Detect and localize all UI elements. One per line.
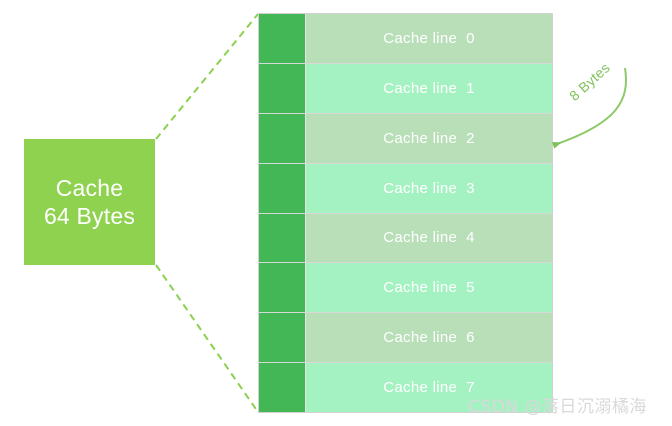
cacheline-tag-cell [259, 14, 306, 63]
cacheline-tag-cell [259, 263, 306, 313]
cacheline-row: Cache line 2 [259, 113, 552, 164]
cacheline-row: Cache line 1 [259, 63, 552, 114]
connector-line-bottom [155, 264, 259, 413]
cacheline-row: Cache line 0 [259, 14, 552, 64]
cacheline-stack: Cache line 0 Cache line 1 Cache line 2 C… [258, 13, 553, 413]
cacheline-label: Cache line 1 [306, 63, 552, 113]
cacheline-tag-cell [259, 63, 306, 113]
cacheline-label: Cache line 7 [306, 363, 552, 412]
cacheline-tag-cell [259, 113, 306, 163]
cacheline-row: Cache line 5 [259, 263, 552, 314]
cache-box-title: Cache [55, 174, 124, 201]
cacheline-tag-cell [259, 363, 306, 412]
cacheline-row: Cache line 7 [259, 363, 552, 412]
cacheline-row: Cache line 3 [259, 163, 552, 214]
cache-box-size: 64 Bytes [43, 203, 136, 229]
cacheline-tag-cell [259, 313, 306, 363]
cacheline-label: Cache line 5 [306, 263, 552, 313]
csdn-watermark: CSDN @落日沉溺橘海 [468, 397, 647, 417]
cacheline-label: Cache line 6 [306, 313, 552, 363]
byte-size-label: 8 Bytes [566, 59, 613, 104]
cacheline-label: Cache line 2 [306, 113, 552, 163]
cacheline-tag-cell [259, 163, 306, 213]
cache-summary-box: Cache 64 Bytes [24, 139, 155, 265]
cacheline-row: Cache line 4 [259, 213, 552, 264]
cacheline-label: Cache line 4 [306, 213, 552, 263]
cacheline-label: Cache line 3 [306, 163, 552, 213]
cacheline-row: Cache line 6 [259, 313, 552, 364]
cacheline-tag-cell [259, 213, 306, 263]
connector-line-top [155, 13, 259, 140]
cacheline-label: Cache line 0 [306, 14, 552, 63]
